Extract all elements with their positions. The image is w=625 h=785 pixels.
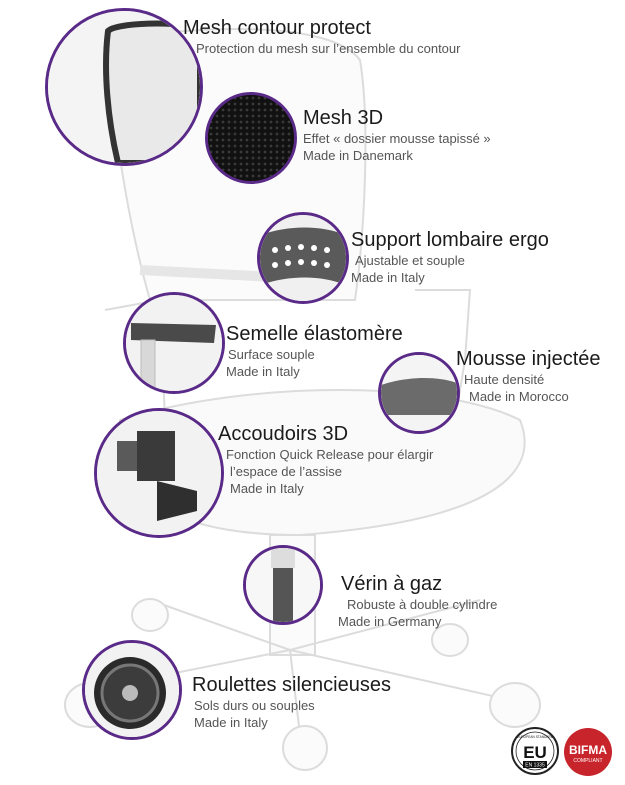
roulettes-detail-circle bbox=[82, 640, 182, 740]
feature-semelle: Semelle élastomère Surface souple Made i… bbox=[226, 322, 403, 380]
accoudoirs-detail-circle bbox=[94, 408, 224, 538]
feature-description: Sols durs ou souples bbox=[194, 698, 315, 713]
eu-badge-label: EU bbox=[523, 743, 547, 762]
eu-badge-top-text: EUROPEAN STANDARD bbox=[517, 735, 554, 739]
feature-description: Ajustable et souple bbox=[355, 253, 465, 268]
bifma-badge-small-text: COMPLIANT bbox=[573, 758, 602, 764]
feature-title: Accoudoirs 3D bbox=[218, 423, 349, 445]
feature-origin: Made in Morocco bbox=[469, 389, 569, 404]
feature-title: Mousse injectée bbox=[456, 348, 601, 370]
lumbar-detail-circle bbox=[257, 212, 349, 304]
feature-mousse: Mousse injectée Haute densité Made in Mo… bbox=[456, 347, 601, 405]
verin-detail-circle bbox=[243, 545, 323, 625]
eu-badge-standard-text: EN 1335 bbox=[525, 763, 545, 769]
feature-origin: Made in Italy bbox=[226, 364, 300, 379]
feature-mesh-3d: Mesh 3D Effet « dossier mousse tapissé »… bbox=[303, 106, 491, 164]
feature-description: Surface souple bbox=[228, 347, 315, 362]
feature-title: Mesh 3D bbox=[303, 107, 384, 129]
mesh-contour-detail-circle bbox=[45, 8, 203, 166]
semelle-detail-circle bbox=[123, 292, 225, 394]
feature-title: Roulettes silencieuses bbox=[192, 674, 391, 696]
feature-description-cont: l’espace de l’assise bbox=[230, 464, 343, 479]
feature-description: Fonction Quick Release pour élargir bbox=[226, 447, 434, 462]
feature-origin: Made in Germany bbox=[338, 614, 442, 629]
feature-origin: Made in Danemark bbox=[303, 148, 413, 163]
feature-title: Support lombaire ergo bbox=[351, 229, 549, 251]
feature-origin: Made in Italy bbox=[194, 715, 268, 730]
feature-origin: Made in Italy bbox=[230, 481, 304, 496]
feature-description: Robuste à double cylindre bbox=[347, 597, 498, 612]
feature-description: Haute densité bbox=[464, 372, 545, 387]
feature-title: Semelle élastomère bbox=[226, 323, 403, 345]
feature-description: Effet « dossier mousse tapissé » bbox=[303, 131, 491, 146]
feature-mesh-contour: Mesh contour protect Protection du mesh … bbox=[183, 16, 460, 57]
feature-origin: Made in Italy bbox=[351, 270, 425, 285]
mesh-3d-detail-circle bbox=[205, 92, 297, 184]
feature-title: Mesh contour protect bbox=[183, 17, 371, 39]
feature-title: Vérin à gaz bbox=[341, 573, 443, 595]
bifma-badge-label: BIFMA bbox=[569, 743, 607, 757]
feature-roulettes: Roulettes silencieuses Sols durs ou soup… bbox=[192, 673, 391, 731]
feature-accoudoirs: Accoudoirs 3D Fonction Quick Release pou… bbox=[218, 422, 433, 497]
feature-lumbar: Support lombaire ergo Ajustable et soupl… bbox=[351, 228, 549, 286]
feature-verin: Vérin à gaz Robuste à double cylindre Ma… bbox=[338, 572, 498, 630]
bifma-badge: BIFMA COMPLIANT bbox=[562, 726, 614, 778]
mousse-detail-circle bbox=[378, 352, 460, 434]
eu-standard-badge: EUROPEAN STANDARD EU EN 1335 bbox=[510, 726, 560, 776]
feature-description: Protection du mesh sur l’ensemble du con… bbox=[196, 41, 461, 56]
